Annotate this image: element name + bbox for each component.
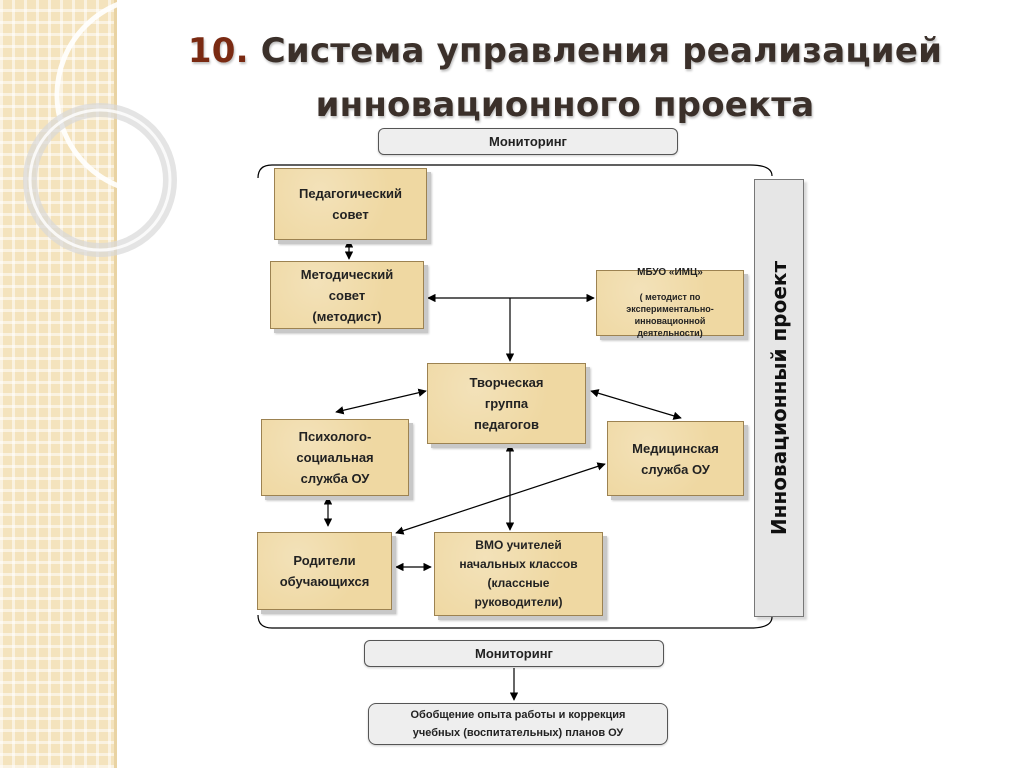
vmo-teachers: ВМО учителей начальных классов (классные…: [434, 532, 603, 616]
monitoring-bottom: Мониторинг: [364, 640, 664, 667]
decorative-circles: [23, 0, 220, 257]
pedagogical-council: Педагогический совет: [274, 168, 427, 240]
strip-edge: [114, 0, 117, 768]
monitoring-top: Мониторинг: [378, 128, 678, 155]
methodical-council: Методический совет (методист): [270, 261, 424, 329]
title-line-1: Система управления реализацией: [260, 31, 943, 71]
imc-subtitle: ( методист по экспериментально- инноваци…: [626, 292, 714, 338]
summary-line-1: Обобщение опыта работы и коррекция: [410, 709, 626, 721]
innovation-project-label: Инновационный проект: [754, 179, 804, 617]
slide-title: 10. Система управления реализацией иннов…: [150, 24, 980, 132]
brace-top: [257, 164, 773, 179]
arrow-creative-psych: [335, 388, 427, 415]
arrow-parents-medical: [395, 462, 606, 535]
brace-bottom: [257, 614, 773, 629]
imc-title: МБУО «ИМЦ»: [637, 267, 703, 278]
medical-service: Медицинская служба ОУ: [607, 421, 744, 496]
parents: Родители обучающихся: [257, 532, 392, 610]
imc-box: МБУО «ИМЦ» ( методист по экспериментальн…: [596, 267, 744, 338]
summary-box: Обобщение опыта работы и коррекция учебн…: [368, 703, 668, 745]
arrow-creative-medical: [590, 389, 682, 420]
title-number: 10.: [187, 31, 249, 71]
summary-line-2: учебных (воспитательных) планов ОУ: [412, 727, 624, 739]
psychological-service: Психолого- социальная служба ОУ: [261, 419, 409, 496]
creative-group: Творческая группа педагогов: [427, 363, 586, 444]
title-line-2: инновационного проекта: [315, 85, 815, 125]
side-label-text: Инновационный проект: [767, 260, 791, 536]
